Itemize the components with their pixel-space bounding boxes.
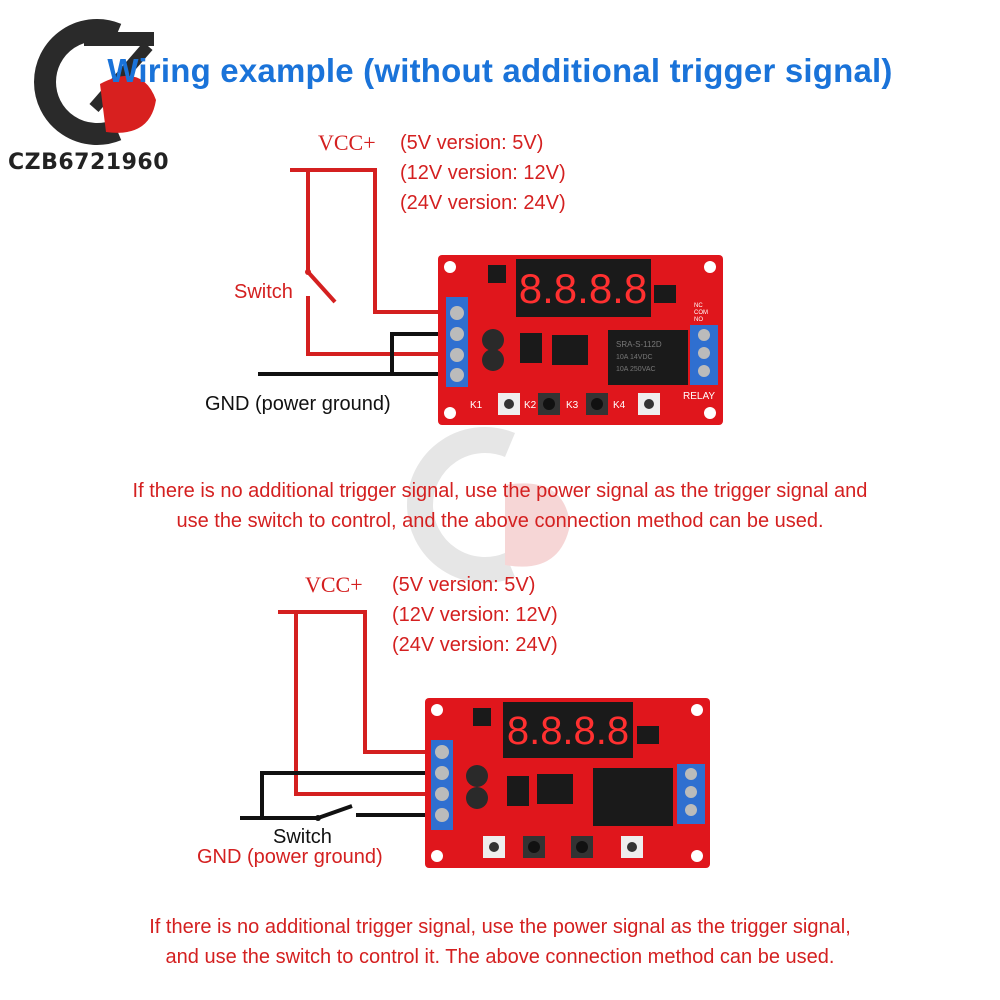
- k1-label: K1: [470, 400, 483, 411]
- output-pin-no: NO: [694, 317, 703, 323]
- note-1-line-1: If there is no additional trigger signal…: [132, 480, 868, 502]
- version-24v-1: (24V version: 24V): [400, 192, 566, 214]
- k3-label: K3: [566, 400, 579, 411]
- gnd-label-2: GND (power ground): [197, 846, 383, 868]
- output-pin-nc: NC: [694, 303, 703, 309]
- gnd-label-1: GND (power ground): [205, 393, 391, 415]
- czb-logo-icon: [34, 19, 156, 145]
- note-2: If there is no additional trigger signal…: [0, 912, 1000, 972]
- switch-label-2: Switch: [273, 826, 332, 848]
- relay-board-2: 8.8.8.8: [425, 698, 710, 868]
- relay-text-1: SRA-S-112D: [616, 340, 662, 349]
- svg-text:8.8.8.8: 8.8.8.8: [519, 265, 647, 312]
- relay-board-1: 8.8.8.8 SRA-S-112D 10A 14VDC 10A 250VAC …: [438, 255, 723, 425]
- version-5v-1: (5V version: 5V): [400, 132, 544, 154]
- switch-label-1: Switch: [234, 281, 293, 303]
- relay-text-3: 10A 250VAC: [616, 366, 656, 373]
- relay-text-2: 10A 14VDC: [616, 354, 653, 361]
- version-5v-2: (5V version: 5V): [392, 574, 536, 596]
- k4-label: K4: [613, 400, 626, 411]
- version-12v-2: (12V version: 12V): [392, 604, 558, 626]
- relay-label: RELAY: [683, 391, 715, 402]
- svg-text:8.8.8.8: 8.8.8.8: [507, 709, 629, 753]
- note-2-line-1: If there is no additional trigger signal…: [149, 916, 851, 938]
- watermark-logo-icon: [407, 427, 570, 583]
- logo-text: CZB6721960: [8, 150, 170, 175]
- vcc-label-1: VCC+: [318, 130, 376, 155]
- note-1-line-2: use the switch to control, and the above…: [176, 510, 824, 532]
- output-pin-com: COM: [694, 310, 708, 316]
- page-title: Wiring example (without additional trigg…: [107, 52, 893, 89]
- vcc-label-2: VCC+: [305, 572, 363, 597]
- k2-label: K2: [524, 400, 537, 411]
- note-1: If there is no additional trigger signal…: [0, 476, 1000, 536]
- brand-logo: [22, 12, 172, 152]
- version-12v-1: (12V version: 12V): [400, 162, 566, 184]
- note-2-line-2: and use the switch to control it. The ab…: [165, 946, 835, 968]
- version-24v-2: (24V version: 24V): [392, 634, 558, 656]
